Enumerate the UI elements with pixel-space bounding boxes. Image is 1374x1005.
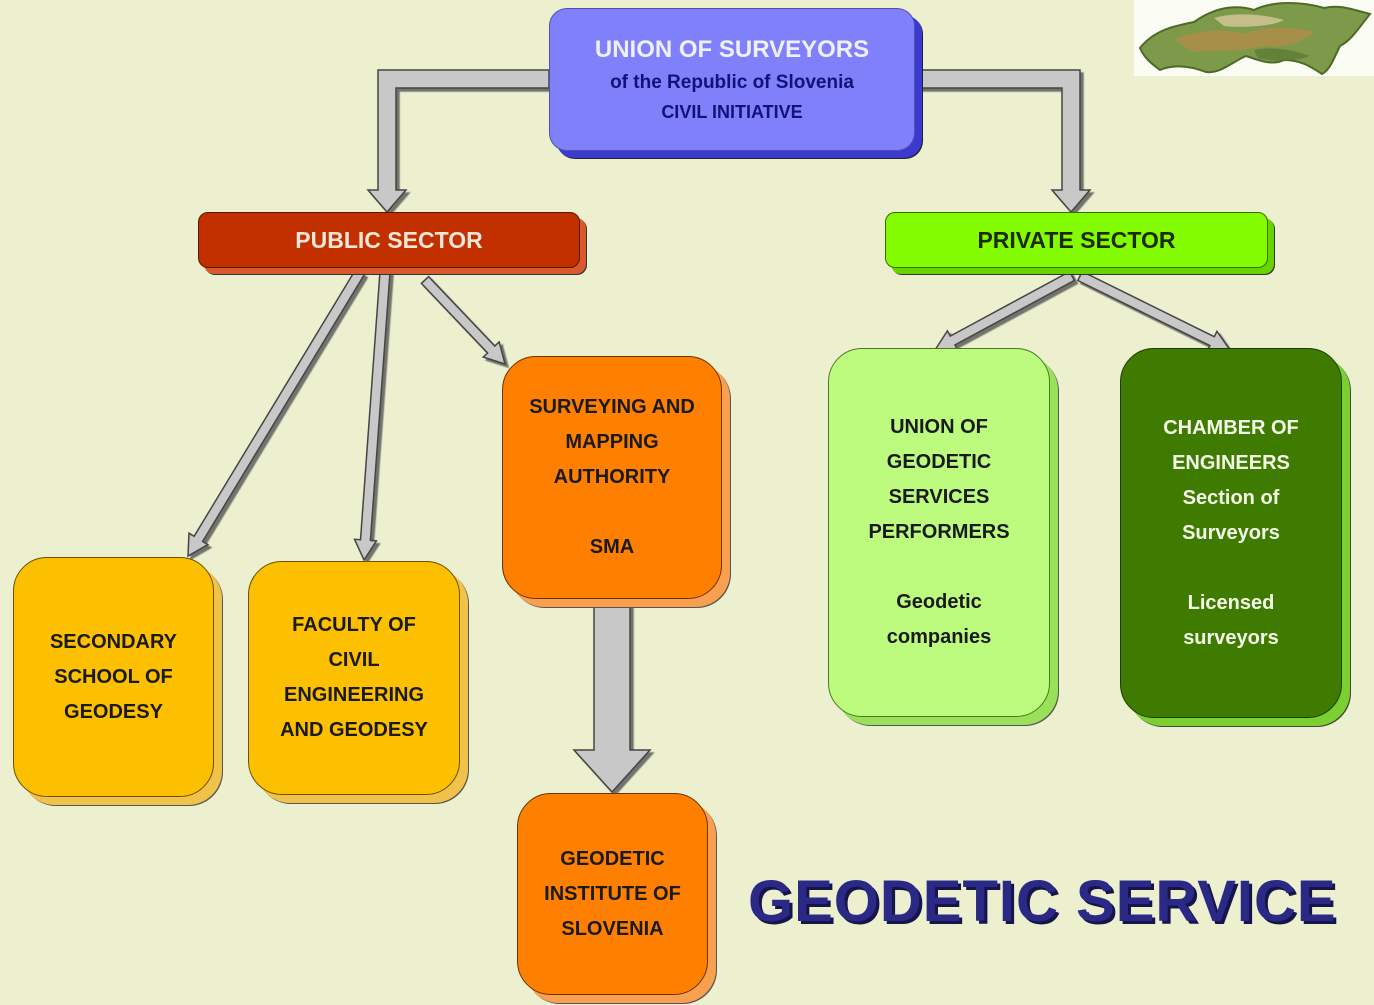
box-line-spacer — [1228, 551, 1234, 586]
box-line: AUTHORITY — [553, 466, 671, 488]
box-line-spacer — [609, 495, 615, 530]
arrow-public-to-sma — [420, 275, 507, 366]
box-line: GEODESY — [64, 700, 163, 723]
box-line: AND GEODESY — [280, 719, 428, 741]
union-subtitle: of the Republic of Slovenia — [610, 72, 854, 93]
box-line: Section of — [1182, 486, 1280, 509]
box-line: SMA — [589, 536, 635, 558]
union-geodetic-services-box: UNION OF GEODETIC SERVICES PERFORMERS Ge… — [828, 348, 1050, 717]
box-line: SURVEYING AND — [529, 396, 695, 418]
chamber-of-engineers-box: CHAMBER OF ENGINEERS Section of Surveyor… — [1120, 348, 1342, 718]
box-line-spacer — [936, 550, 942, 585]
union-tagline: CIVIL INITIATIVE — [661, 102, 803, 122]
arrow-private-to-chamber — [1076, 270, 1232, 352]
box-line: GEODETIC — [886, 451, 992, 473]
geodetic-institute-box: GEODETIC INSTITUTE OF SLOVENIA — [517, 793, 708, 995]
arrow-union-to-private — [914, 69, 1092, 214]
faculty-box: FACULTY OF CIVIL ENGINEERING AND GEODESY — [248, 561, 460, 795]
sma-box: SURVEYING AND MAPPING AUTHORITY SMA — [502, 356, 722, 599]
box-line: UNION OF — [890, 416, 988, 438]
box-line: ENGINEERING — [283, 684, 425, 706]
box-line: PERFORMERS — [868, 521, 1010, 543]
box-line: companies — [886, 626, 992, 648]
slovenia-map-logo — [1134, 0, 1374, 76]
box-line: SLOVENIA — [561, 917, 664, 940]
box-line: FACULTY OF — [292, 614, 416, 636]
box-line: Licensed — [1187, 591, 1275, 614]
union-of-surveyors-box: UNION OF SURVEYORS of the Republic of Sl… — [549, 8, 915, 151]
box-line: surveyors — [1183, 626, 1279, 649]
box-line: SCHOOL OF — [54, 665, 173, 688]
public-sector-label: PUBLIC SECTOR — [295, 226, 483, 253]
box-line: SERVICES — [888, 486, 990, 508]
box-line: MAPPING — [565, 431, 659, 453]
box-line: Surveyors — [1182, 521, 1280, 544]
box-line: CHAMBER OF — [1163, 416, 1299, 439]
public-sector-box: PUBLIC SECTOR — [198, 212, 580, 268]
box-line: Geodetic — [896, 591, 982, 613]
arrow-public-to-school — [187, 268, 366, 558]
arrow-public-to-faculty — [353, 270, 391, 562]
box-line: INSTITUTE OF — [544, 882, 681, 905]
box-line: CIVIL — [328, 649, 380, 671]
arrow-sma-to-institute — [572, 598, 652, 794]
box-line: ENGINEERS — [1172, 451, 1290, 474]
box-line: GEODETIC — [560, 847, 665, 870]
union-title: UNION OF SURVEYORS — [594, 36, 870, 63]
secondary-school-box: SECONDARY SCHOOL OF GEODESY — [13, 557, 214, 797]
private-sector-box: PRIVATE SECTOR — [885, 212, 1268, 268]
page-title: GEODETIC SERVICE — [748, 869, 1337, 934]
private-sector-label: PRIVATE SECTOR — [977, 226, 1176, 253]
arrow-private-to-union-geodetic — [933, 270, 1076, 351]
box-line: SECONDARY — [49, 630, 178, 653]
slovenia-map-icon — [1138, 2, 1372, 76]
arrow-union-to-public — [366, 69, 550, 214]
